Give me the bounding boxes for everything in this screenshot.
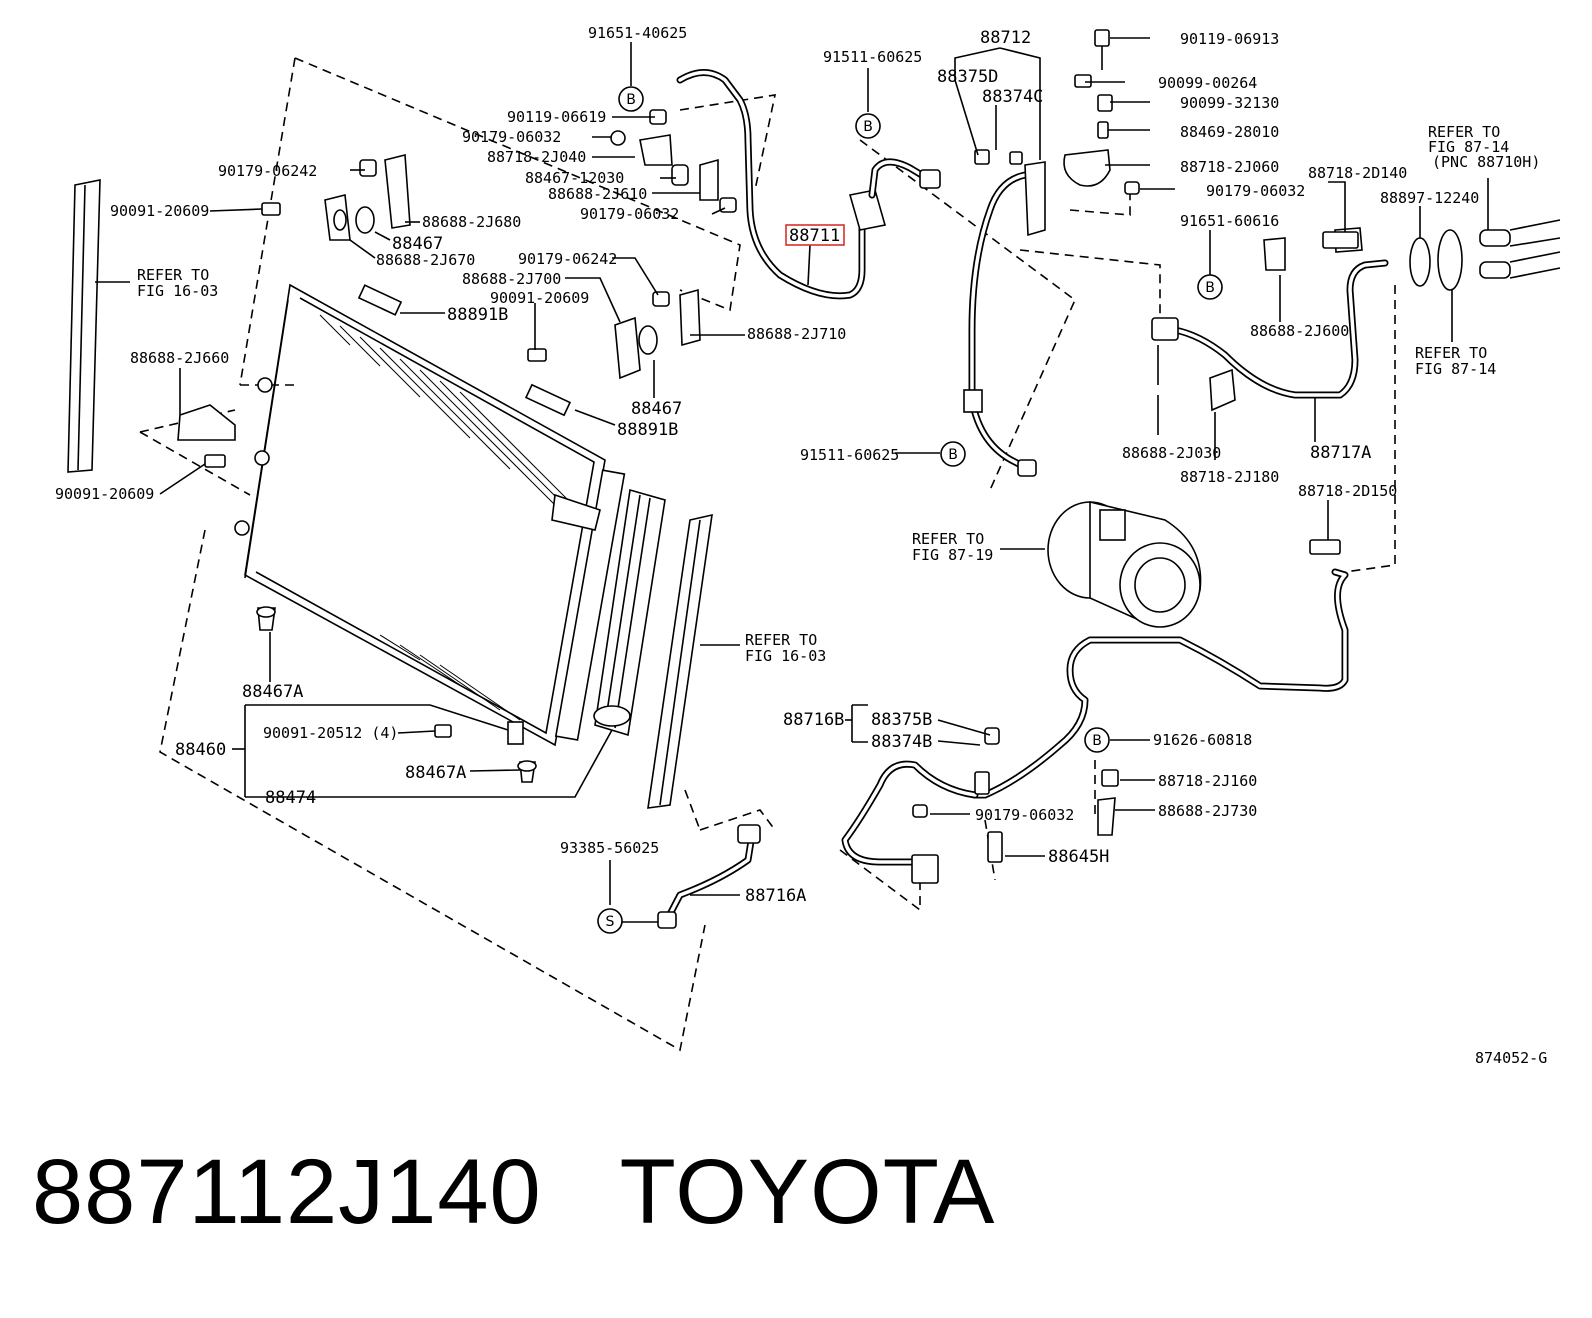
callout-88375D: 88375D <box>937 67 998 87</box>
callout-88467A: 88467A <box>242 682 303 702</box>
badge-b: B <box>618 86 644 112</box>
callout-91511-60625: 91511-60625 <box>800 446 899 464</box>
callout-88467: 88467 <box>631 399 682 419</box>
side-seal-left <box>67 179 101 473</box>
callout-88891B: 88891B <box>617 420 678 440</box>
callout-91626-60818: 91626-60818 <box>1153 731 1252 749</box>
callout-88688-2J660: 88688-2J660 <box>130 349 229 367</box>
callout-88460: 88460 <box>175 740 226 760</box>
callout-91651-40625: 91651-40625 <box>588 24 687 42</box>
callout-88718-2J060: 88718-2J060 <box>1180 158 1279 176</box>
svg-text:B: B <box>626 92 636 108</box>
badge-b: B <box>1084 727 1110 753</box>
bolt-stack <box>1063 29 1140 195</box>
callout-90091-20609: 90091-20609 <box>110 202 209 220</box>
callout-93385-56025: 93385-56025 <box>560 839 659 857</box>
callout-88688-2J700: 88688-2J700 <box>462 270 561 288</box>
callout-90179-06242: 90179-06242 <box>218 162 317 180</box>
small-hardware <box>177 109 737 783</box>
brand-name: TOYOTA <box>619 1141 996 1243</box>
svg-text:B: B <box>948 447 958 463</box>
assembly-outline <box>139 57 1396 1052</box>
callout-88718-2J040: 88718-2J040 <box>487 148 586 166</box>
callout-88467A: 88467A <box>405 763 466 783</box>
callout-88645H: 88645H <box>1048 847 1109 867</box>
condenser <box>234 283 626 747</box>
callout-90179-06032: 90179-06032 <box>462 128 561 146</box>
callout-88688-2J710: 88688-2J710 <box>747 325 846 343</box>
badges: B B B B B S <box>597 86 1223 934</box>
callout-90119-06913: 90119-06913 <box>1180 30 1279 48</box>
svg-text:B: B <box>1092 733 1102 749</box>
callout-88716B: 88716B <box>783 710 844 730</box>
callout-88891B: 88891B <box>447 305 508 325</box>
callout-88688-2J670: 88688-2J670 <box>376 251 475 269</box>
highlighted-part-88711: 88711 <box>785 224 845 246</box>
callout-90179-06032: 90179-06032 <box>580 205 679 223</box>
callout-91651-60616: 91651-60616 <box>1180 212 1279 230</box>
callout-90179-06032: 90179-06032 <box>975 806 1074 824</box>
compressor <box>1047 500 1202 628</box>
callout-91511-60625: 91511-60625 <box>823 48 922 66</box>
callout-90099-32130: 90099-32130 <box>1180 94 1279 112</box>
tube-88712 <box>963 149 1046 477</box>
callout-90099-00264: 90099-00264 <box>1158 74 1257 92</box>
callout-90179-06242: 90179-06242 <box>518 250 617 268</box>
callout-88718-2J160: 88718-2J160 <box>1158 772 1257 790</box>
svg-text:S: S <box>606 914 615 930</box>
svg-text:88711: 88711 <box>789 226 840 246</box>
callout-88474: 88474 <box>265 788 316 808</box>
callout-88717A: 88717A <box>1310 443 1371 463</box>
tube-88716A <box>657 824 761 929</box>
figure-number: 874052-G <box>1475 1049 1547 1067</box>
tube-88717A <box>1151 219 1561 412</box>
seal-88474 <box>593 488 666 737</box>
callout-88688-2J730: 88688-2J730 <box>1158 802 1257 820</box>
callout-88467: 88467 <box>392 234 443 254</box>
badge-b: B <box>855 113 881 139</box>
foam-pad-88891B <box>357 284 403 316</box>
parts-diagram: B B B B B S 91651-40625 90119-06619 9017… <box>55 24 1561 1067</box>
svg-text:B: B <box>1205 280 1215 296</box>
callout-88688-2J680: 88688-2J680 <box>422 213 521 231</box>
callout-88688-2J030: 88688-2J030 <box>1122 444 1221 462</box>
callout-88716A: 88716A <box>745 886 806 906</box>
svg-text:B: B <box>863 119 873 135</box>
callout-88374B: 88374B <box>871 732 932 752</box>
callout-88375B: 88375B <box>871 710 932 730</box>
callout-88469-28010: 88469-28010 <box>1180 123 1279 141</box>
callout-90091-20609: 90091-20609 <box>55 485 154 503</box>
leader-lines <box>95 37 1489 923</box>
callout-90179-06032: 90179-06032 <box>1206 182 1305 200</box>
callout-90091-20609: 90091-20609 <box>490 289 589 307</box>
callout-88718-2D150: 88718-2D150 <box>1298 482 1397 500</box>
callout-90091-20512: 90091-20512 (4) <box>263 724 398 742</box>
tube-88711 <box>676 69 941 300</box>
callout-88374C: 88374C <box>982 87 1043 107</box>
callout-88718-2J180: 88718-2J180 <box>1180 468 1279 486</box>
callout-88467-12030: 88467-12030 <box>525 169 624 187</box>
callout-88688-2J610: 88688-2J610 <box>548 185 647 203</box>
callout-90119-06619: 90119-06619 <box>507 108 606 126</box>
badge-b: B <box>940 441 966 467</box>
callout-88712: 88712 <box>980 28 1031 48</box>
part-caption: 887112J140 TOYOTA <box>32 1140 995 1245</box>
callout-88688-2J600: 88688-2J600 <box>1250 322 1349 340</box>
part-number: 887112J140 <box>32 1141 542 1243</box>
callout-88718-2D140: 88718-2D140 <box>1308 164 1407 182</box>
badge-s: S <box>597 908 623 934</box>
badge-b: B <box>1197 274 1223 300</box>
tube-88716B <box>841 231 1359 884</box>
side-seal-right <box>647 513 713 809</box>
callout-88897-12240: 88897-12240 <box>1380 189 1479 207</box>
foam-pad-88891B <box>524 383 572 417</box>
callouts: 91651-40625 90119-06619 90179-06032 8871… <box>55 24 1479 906</box>
